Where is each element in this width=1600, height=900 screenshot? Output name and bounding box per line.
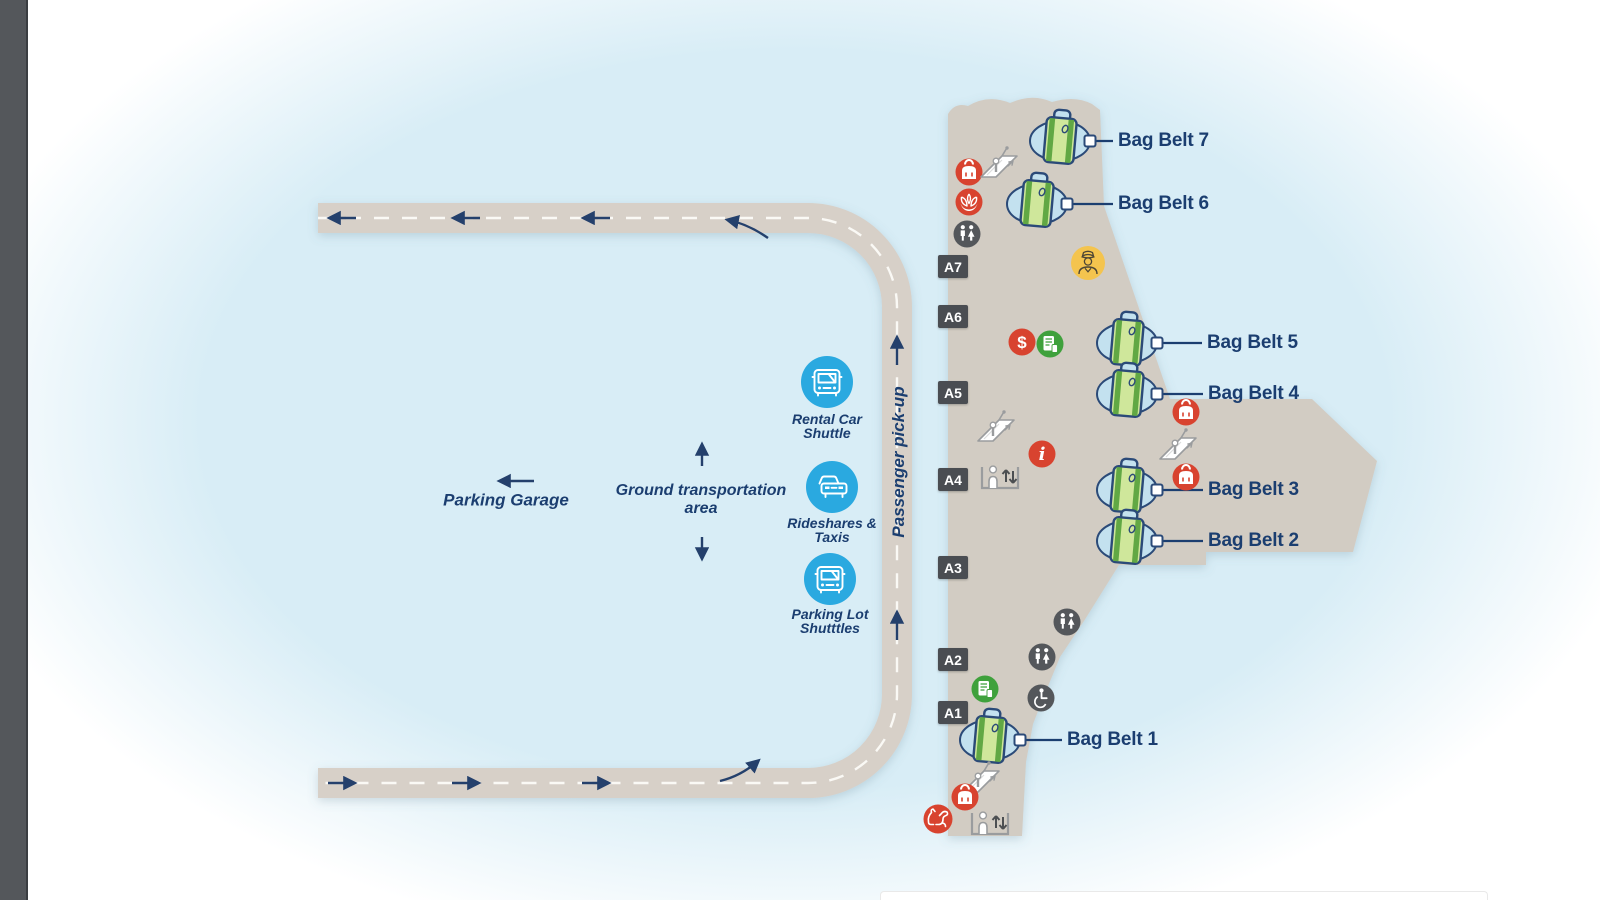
- parking-lot-shuttles-label-line2: Shutttles: [800, 620, 860, 637]
- belt-connector: [1013, 733, 1027, 747]
- gate-badge-a3: A3: [938, 556, 968, 579]
- gate-badge-a6: A6: [938, 305, 968, 328]
- belt-connector: [1150, 387, 1164, 401]
- page-edge-strip: [0, 0, 28, 900]
- customs-officer-icon: [1070, 245, 1106, 281]
- bag-belt-6-label: Bag Belt 6: [1118, 193, 1209, 214]
- ticket-kiosk-icon: [1035, 329, 1065, 359]
- information-icon: [1028, 440, 1056, 468]
- rideshares-taxis-icon: [806, 461, 858, 513]
- currency-exchange-icon: [1008, 328, 1036, 356]
- bag-belt-7-label: Bag Belt 7: [1118, 130, 1209, 151]
- parking-lot-shuttles-label-line1: Parking Lot: [791, 606, 869, 623]
- ground-transportation-label-line1: Ground transportation: [615, 482, 787, 500]
- ticket-kiosk-icon: [970, 674, 1000, 704]
- bag-belt-3-label: Bag Belt 3: [1208, 479, 1299, 500]
- rideshares-taxis-label-line2: Taxis: [814, 529, 850, 546]
- legend-panel: [880, 891, 1488, 900]
- accessible-restroom-icon: [1026, 683, 1056, 713]
- gate-badge-a1: A1: [938, 701, 968, 724]
- baggage-office-icon: [950, 782, 980, 812]
- rental-car-shuttle-label-line1: Rental Car: [791, 411, 863, 428]
- restroom-icon: [1028, 643, 1056, 671]
- roadway-center-dashes: [318, 216, 899, 785]
- parking-lot-shuttles-icon: [804, 553, 856, 605]
- rental-car-shuttle-label-line2: Shuttle: [803, 425, 851, 442]
- passenger-pickup-label: Passenger pick-up: [889, 386, 908, 538]
- meditation-room-icon: [954, 187, 984, 217]
- gate-badge-a4: A4: [938, 468, 968, 491]
- belt-connector: [1060, 197, 1074, 211]
- road-arrow-curve: [724, 215, 769, 239]
- pet-relief-icon: [922, 803, 954, 835]
- belt-connector: [1150, 534, 1164, 548]
- gate-badge-a2: A2: [938, 648, 968, 671]
- rental-car-shuttle-icon: [801, 356, 853, 408]
- road-arrow-curve: [719, 758, 761, 783]
- bag-belt-1-label: Bag Belt 1: [1067, 729, 1158, 750]
- baggage-office-icon: [1171, 462, 1201, 492]
- belt-connector: [1083, 134, 1097, 148]
- gate-badge-a7: A7: [938, 255, 968, 278]
- gate-badge-a5: A5: [938, 381, 968, 404]
- belt-connector: [1150, 336, 1164, 350]
- baggage-office-icon: [1171, 397, 1201, 427]
- restroom-icon: [1053, 608, 1081, 636]
- restroom-icon: [953, 220, 981, 248]
- belt-connector: [1150, 483, 1164, 497]
- bag-belt-5-label: Bag Belt 5: [1207, 332, 1298, 353]
- baggage-office-icon: [954, 157, 984, 187]
- terminal-building: [948, 97, 1377, 837]
- bag-belt-4-label: Bag Belt 4: [1208, 383, 1299, 404]
- bag-belt-2-label: Bag Belt 2: [1208, 530, 1299, 551]
- ground-transportation-label-line2: area: [684, 500, 718, 518]
- rideshares-taxis-label-line1: Rideshares &: [787, 515, 877, 532]
- parking-garage-label: Parking Garage: [443, 490, 569, 510]
